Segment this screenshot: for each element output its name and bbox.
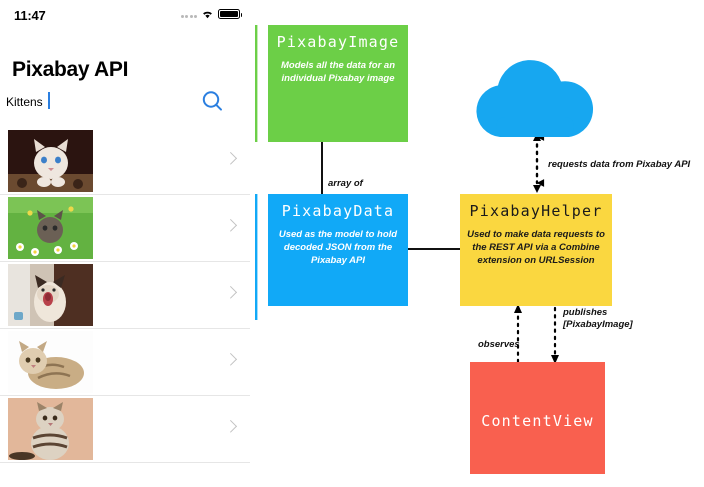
edge-label-publishes: publishes [PixabayImage] <box>563 307 633 330</box>
kitten-white-blue-eyes <box>8 130 93 192</box>
wifi-icon <box>203 11 212 19</box>
kitten-tabby-sitting <box>8 398 93 460</box>
status-bar-indicators <box>180 9 242 19</box>
edge-label-observes: observes <box>478 339 520 350</box>
kitten-yawning-siamese <box>8 264 93 326</box>
cloud-icon <box>476 60 594 137</box>
node-pixabay-helper[interactable]: PixabayHelper Used to make data requests… <box>460 194 612 306</box>
edge-label-requests-data: requests data from Pixabay API <box>548 159 691 170</box>
diagram-connectors <box>255 25 559 364</box>
node-content-view[interactable]: ContentView <box>470 362 605 474</box>
node-title: PixabayImage <box>276 33 400 51</box>
accent-bar-blue <box>255 194 258 320</box>
signal-dots-icon <box>180 10 197 18</box>
list-item[interactable] <box>0 128 250 195</box>
chevron-right-icon[interactable] <box>224 285 238 299</box>
node-description: Used as the model to hold decoded JSON f… <box>278 229 398 266</box>
node-title: PixabayHelper <box>469 202 603 220</box>
node-pixabay-image[interactable]: PixabayImage Models all the data for an … <box>268 25 408 142</box>
battery-full-icon <box>218 9 242 19</box>
node-description: Used to make data requests to the REST A… <box>467 229 605 266</box>
photo-list[interactable] <box>0 128 250 487</box>
node-description: Models all the data for an individual Pi… <box>280 60 396 84</box>
chevron-right-icon[interactable] <box>224 151 238 165</box>
search-icon[interactable] <box>198 87 228 117</box>
kitten-tabby-curled <box>8 331 93 393</box>
search-row <box>0 91 250 126</box>
list-item[interactable] <box>0 329 250 396</box>
edge-label-array-of: array of <box>328 178 363 189</box>
accent-bar-green <box>255 25 258 142</box>
page-title: Pixabay API <box>12 58 129 81</box>
chevron-right-icon[interactable] <box>224 218 238 232</box>
chevron-right-icon[interactable] <box>224 352 238 366</box>
search-input[interactable] <box>6 92 156 112</box>
node-pixabay-data[interactable]: PixabayData Used as the model to hold de… <box>268 194 408 306</box>
status-bar-time: 11:47 <box>14 8 46 23</box>
list-item[interactable] <box>0 396 250 463</box>
node-title: ContentView <box>481 412 594 430</box>
ios-app-panel: 11:47 Pixabay API <box>0 0 250 487</box>
architecture-diagram: PixabayImage Models all the data for an … <box>250 0 704 487</box>
chevron-right-icon[interactable] <box>224 419 238 433</box>
status-bar: 11:47 <box>0 0 250 30</box>
node-title: PixabayData <box>281 202 395 220</box>
list-item[interactable] <box>0 262 250 329</box>
text-cursor <box>48 92 50 109</box>
kitten-grass-daisies <box>8 197 93 259</box>
list-item[interactable] <box>0 195 250 262</box>
